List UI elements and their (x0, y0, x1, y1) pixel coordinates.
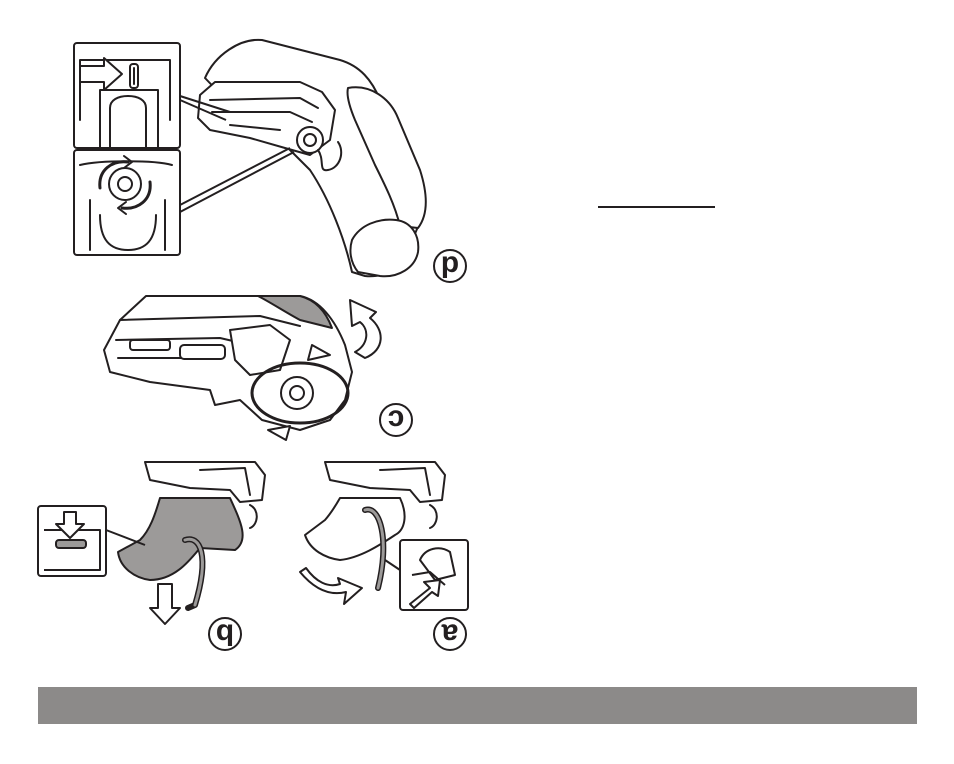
step-d-illustration (198, 40, 426, 276)
inset-box-indicator (74, 43, 180, 148)
step-a-label: a (441, 618, 458, 651)
step-c-illustration (104, 296, 381, 440)
seat-shell-gray (118, 498, 243, 580)
arrow-icon (268, 426, 290, 440)
step-c-badge: c (380, 404, 412, 437)
arrow-icon (150, 584, 180, 624)
heading-underline (598, 206, 715, 208)
step-c-label: c (388, 404, 405, 437)
inset-box-knob (74, 150, 180, 255)
arrow-icon (350, 300, 381, 358)
footer-bar (38, 687, 917, 724)
step-b-badge: b (209, 618, 241, 651)
step-d-badge: d (434, 250, 466, 283)
step-b-label: b (216, 618, 234, 651)
step-a-badge: a (434, 618, 466, 651)
seat-shell (305, 498, 405, 560)
arrow-icon (300, 568, 362, 604)
inset-box-lever (385, 540, 468, 610)
step-d-label: d (441, 250, 459, 283)
